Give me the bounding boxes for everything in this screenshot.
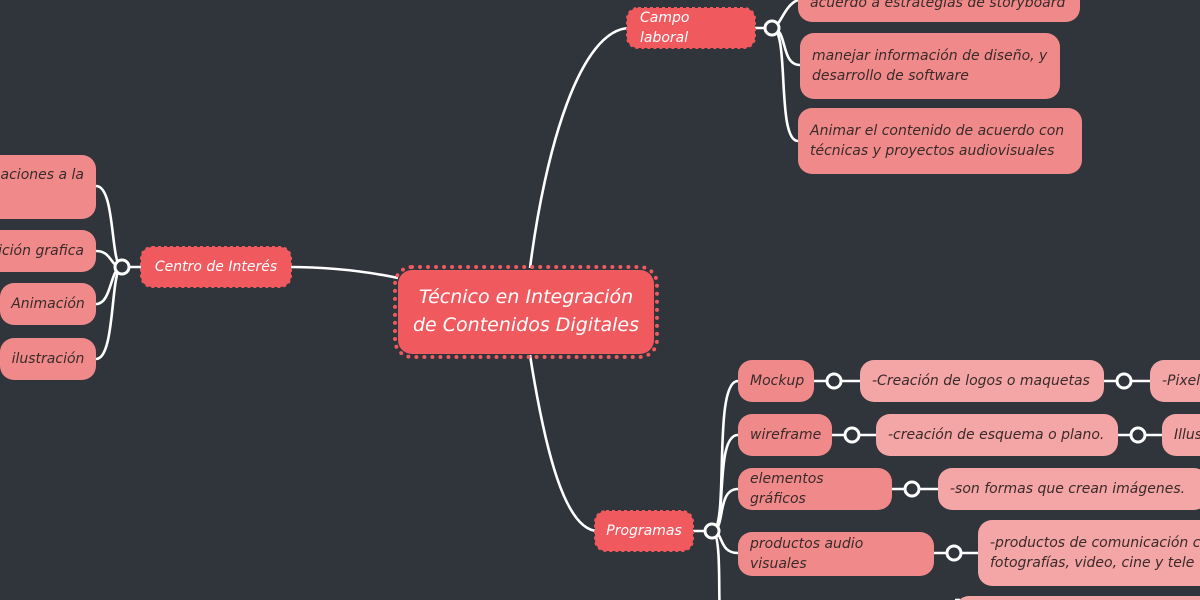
link-central-centro bbox=[287, 265, 399, 280]
branch-centro-interes[interactable]: Centro de Interés bbox=[140, 246, 292, 288]
link-central-campo bbox=[528, 26, 631, 269]
branch-campo-laboral[interactable]: Campo laboral bbox=[626, 7, 756, 49]
link-programas-child-5 bbox=[711, 529, 721, 600]
wireframe-extra[interactable]: Illus bbox=[1162, 414, 1200, 456]
programas-child-elementos[interactable]: elementos gráficos bbox=[738, 468, 892, 510]
productos-detail[interactable]: -productos de comunicación c fotografías… bbox=[978, 520, 1200, 586]
campo-child-1[interactable]: acuerdo a estrategias de storyboard bbox=[798, 0, 1080, 22]
link-centro-child-4 bbox=[95, 265, 123, 361]
programas-hub-circle bbox=[703, 522, 721, 540]
link-central-programas bbox=[528, 354, 599, 533]
link-programas-child-2 bbox=[711, 433, 739, 533]
centro-child-4[interactable]: ilustración bbox=[0, 338, 96, 380]
centro-child-1[interactable]: aciones a la bbox=[0, 155, 96, 219]
link-centro-child-1 bbox=[95, 184, 123, 269]
campo-child-3[interactable]: Animar el contenido de acuerdo con técni… bbox=[798, 108, 1082, 174]
campo-child-2[interactable]: manejar información de diseño, y desarro… bbox=[800, 33, 1060, 99]
branch-programas[interactable]: Programas bbox=[594, 510, 694, 552]
programas-child-mockup[interactable]: Mockup bbox=[738, 360, 814, 402]
programas-child-partial bbox=[955, 596, 1200, 600]
programas-child-wireframe[interactable]: wireframe bbox=[738, 414, 832, 456]
mockup-detail[interactable]: -Creación de logos o maquetas bbox=[860, 360, 1104, 402]
programas-child-productos[interactable]: productos audio visuales bbox=[738, 532, 934, 576]
central-topic-label: Técnico en Integración de Contenidos Dig… bbox=[412, 286, 639, 336]
centro-hub-circle bbox=[113, 258, 131, 276]
wireframe-detail[interactable]: -creación de esquema o plano. bbox=[876, 414, 1118, 456]
central-topic[interactable]: Técnico en Integración de Contenidos Dig… bbox=[393, 265, 659, 359]
elementos-detail[interactable]: -son formas que crean imágenes. bbox=[938, 468, 1200, 510]
centro-child-2[interactable]: ición grafica bbox=[0, 230, 96, 272]
campo-hub-circle bbox=[763, 19, 781, 37]
mockup-extra[interactable]: -Pixel bbox=[1150, 360, 1200, 402]
centro-child-3[interactable]: Animación bbox=[0, 283, 96, 325]
